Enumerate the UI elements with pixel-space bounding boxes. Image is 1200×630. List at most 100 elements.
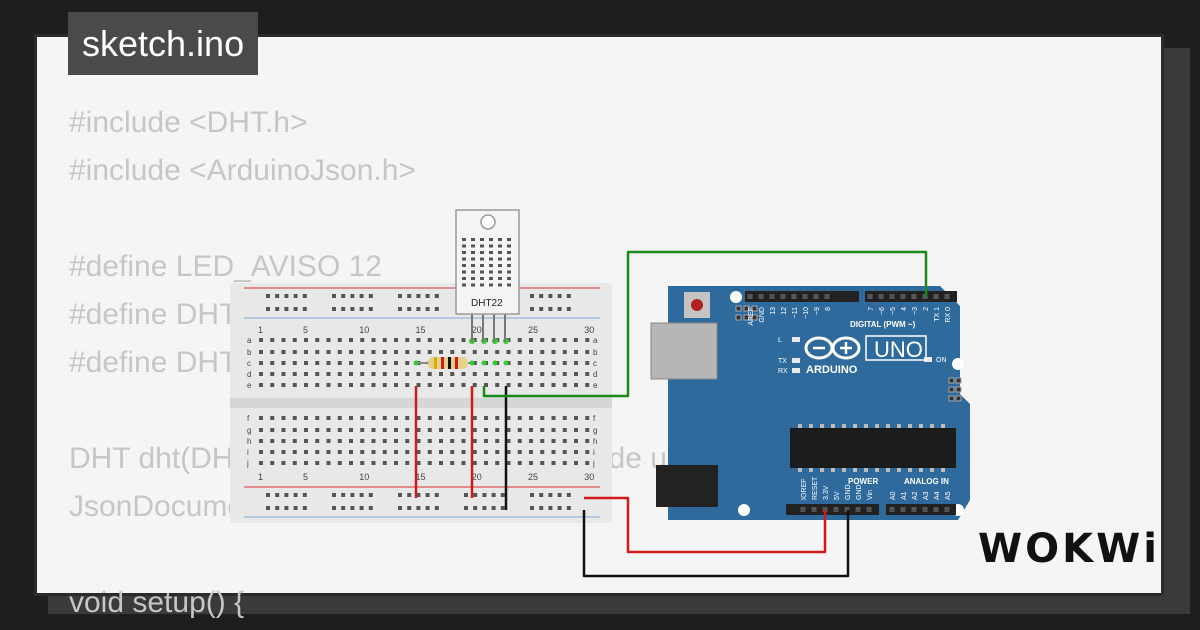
hole (562, 439, 567, 443)
rail-hole (275, 506, 280, 510)
hole (292, 338, 297, 342)
hole (529, 372, 533, 376)
header-pin (944, 507, 950, 512)
hole (562, 383, 567, 387)
hole (371, 338, 376, 342)
rail-hole (293, 493, 298, 497)
hole (292, 372, 297, 376)
hole (270, 372, 275, 376)
connection-dot (469, 360, 475, 366)
hole (394, 439, 398, 443)
sensor-leg (493, 310, 495, 342)
column-number: 30 (584, 472, 594, 482)
hole (461, 338, 466, 342)
power-pin-label: 5V (834, 491, 841, 500)
sensor-leg (504, 310, 506, 342)
header-pin (747, 294, 753, 299)
hole (405, 361, 410, 365)
hole (551, 416, 556, 420)
hole (315, 439, 320, 443)
hole (450, 338, 455, 342)
power-header (786, 504, 879, 515)
header-pin (944, 294, 950, 299)
chip-leg (853, 468, 857, 472)
hole (292, 383, 297, 387)
hole (439, 439, 443, 443)
hole (495, 439, 500, 443)
row-letter: j (246, 459, 249, 468)
hole (574, 361, 578, 365)
header-pin (911, 294, 917, 299)
chip-leg (941, 468, 945, 472)
hole (326, 361, 331, 365)
arduino-logo-right (831, 336, 861, 360)
sensor-vent (498, 277, 502, 280)
hole (337, 372, 342, 376)
rail-hole (368, 506, 373, 510)
header-pin (844, 507, 850, 512)
hole (371, 416, 376, 420)
rail-hole (425, 493, 430, 497)
rail-hole (266, 307, 270, 311)
hole (551, 461, 556, 465)
rail-hole (500, 493, 505, 497)
rail-hole (557, 493, 562, 497)
icsp-pin (955, 377, 962, 384)
column-number: 20 (472, 472, 482, 482)
hole (281, 428, 286, 432)
rail-hole (293, 307, 298, 311)
wire-green (482, 250, 928, 398)
sensor-vent (480, 264, 484, 267)
hole (382, 416, 387, 420)
file-tab[interactable]: sketch.ino (68, 12, 259, 75)
hole (439, 450, 443, 454)
row-letter: d (247, 370, 251, 379)
hole (585, 416, 590, 420)
chip-leg (886, 468, 890, 472)
hole (529, 350, 533, 354)
row-letter: a (247, 336, 252, 345)
hole (517, 372, 522, 376)
sensor-vent (498, 251, 502, 254)
chip-leg (875, 424, 879, 428)
hole (416, 439, 421, 443)
chip-leg (886, 424, 890, 428)
hole (506, 372, 511, 376)
hole (292, 439, 297, 443)
wokwi-logo: WOKWi (978, 526, 1160, 572)
column-number: 30 (584, 325, 594, 335)
analog-pin-label: A3 (923, 491, 930, 500)
hole (337, 383, 342, 387)
rail-hole (350, 493, 355, 497)
hole (506, 383, 511, 387)
hole (574, 428, 578, 432)
sensor-vent (498, 264, 502, 267)
header-pin (889, 294, 895, 299)
hole (517, 428, 522, 432)
sensor-vent (507, 251, 511, 254)
status-led (792, 337, 800, 342)
header-pin (800, 507, 806, 512)
column-number: 5 (303, 325, 308, 335)
sensor-vent (489, 244, 493, 248)
hole (484, 372, 488, 376)
hole (337, 439, 342, 443)
hole (495, 416, 500, 420)
sensor-leg (471, 310, 473, 342)
rail-hole (284, 307, 289, 311)
row-letter: c (593, 359, 597, 368)
rail-hole (275, 294, 280, 298)
hole (484, 383, 488, 387)
hole (439, 383, 443, 387)
hole (349, 439, 353, 443)
hole (259, 416, 263, 420)
hole (315, 350, 320, 354)
rail-hole (266, 493, 270, 497)
led-label: ON (936, 357, 947, 364)
hole (506, 428, 511, 432)
hole (360, 450, 365, 454)
hole (281, 338, 286, 342)
rail-hole (425, 307, 430, 311)
hole (562, 338, 567, 342)
rail-hole (341, 506, 346, 510)
